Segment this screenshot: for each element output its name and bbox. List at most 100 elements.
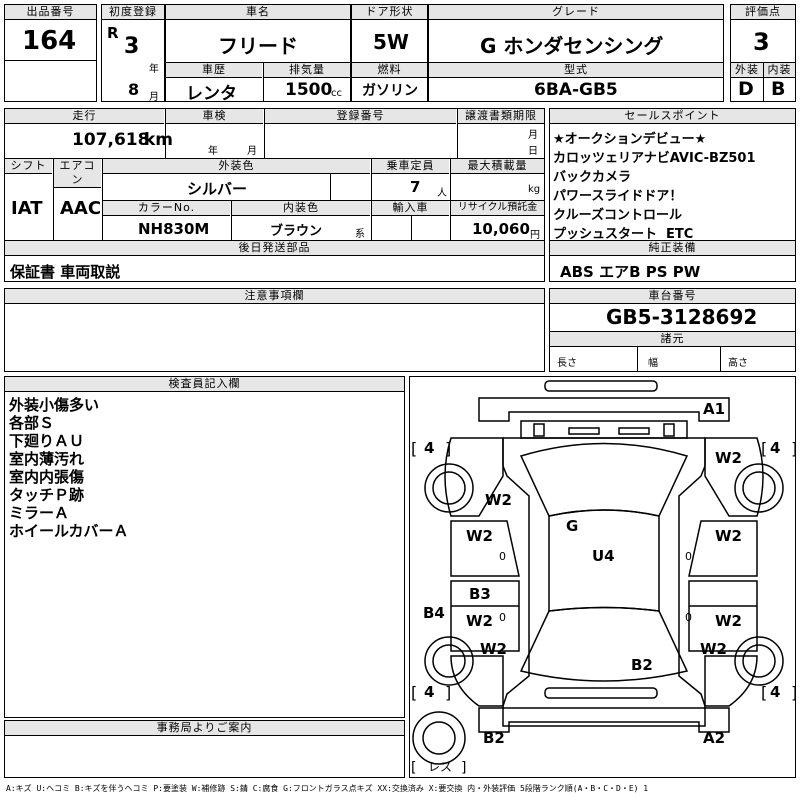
model-label: 型式 xyxy=(429,63,723,78)
svg-text:]: ] xyxy=(791,683,796,702)
inspection-month: 月 xyxy=(247,146,257,157)
int-color-label: 内装色 xyxy=(232,201,370,216)
capacity-unit: 人 xyxy=(437,188,447,199)
width-label: 幅 xyxy=(648,358,658,369)
notes-box xyxy=(4,288,545,372)
svg-text:]: ] xyxy=(445,439,451,458)
mileage-label: 走行 xyxy=(5,109,164,124)
grade: G ホンダセンシング xyxy=(480,34,664,58)
month-unit: 月 xyxy=(149,92,159,103)
model: 6BA-GB5 xyxy=(534,80,618,100)
mark-w2-door-rl: W2 xyxy=(466,612,493,630)
svg-text:[: [ xyxy=(761,683,767,702)
inspector-line: ミラーＡ xyxy=(9,504,70,522)
color-no-label: カラーNo. xyxy=(103,201,230,216)
later-label: 後日発送部品 xyxy=(5,241,544,256)
inspector-box xyxy=(4,376,405,718)
lot-box xyxy=(4,4,97,102)
grade-label: グレード xyxy=(429,5,723,20)
displacement-label: 排気量 xyxy=(264,63,350,78)
inspector-line: ホイールカバーＡ xyxy=(9,522,129,540)
svg-text:[: [ xyxy=(411,683,417,702)
equipment-label: 純正装備 xyxy=(550,241,795,256)
door-type: 5W xyxy=(373,30,409,54)
diagram-box xyxy=(409,376,796,778)
first-reg-label: 初度登録 xyxy=(102,5,164,20)
first-reg-month: 8 xyxy=(128,80,140,99)
km-unit: km xyxy=(144,130,174,150)
sales-box xyxy=(549,108,796,282)
height-label: 高さ xyxy=(728,358,748,369)
int-score: B xyxy=(771,78,786,100)
notes-label: 注意事項欄 xyxy=(5,289,544,304)
capacity: 7 xyxy=(410,178,421,196)
lot-label: 出品番号 xyxy=(5,5,96,20)
car-damage-diagram: [ ] [ ] [ ] [ ] [ ] xyxy=(411,380,796,776)
inspector-line: 室内薄汚れ xyxy=(9,450,85,468)
mark-g: G xyxy=(566,517,579,535)
ext-color-label: 外装色 xyxy=(103,159,370,174)
mark-b2-bumper: B2 xyxy=(483,729,505,747)
tire-rl-value: 4 xyxy=(424,683,435,701)
load-unit: kg xyxy=(528,184,541,195)
office-box xyxy=(4,720,405,778)
door-box xyxy=(351,4,428,102)
inspector-line: タッチＰ跡 xyxy=(9,486,85,504)
load-label: 最大積載量 xyxy=(451,159,544,174)
svg-text:]: ] xyxy=(445,683,451,702)
fuel: ガソリン xyxy=(362,83,418,99)
mark-a1: A1 xyxy=(703,400,726,418)
int-label: 内装 xyxy=(764,63,795,78)
details-box xyxy=(4,108,545,282)
sales-line: カロッツェリアナビAVIC-BZ501 xyxy=(553,151,756,166)
transfer-day: 日 xyxy=(528,146,538,157)
zero-left-rear: 0 xyxy=(499,611,506,624)
recycle-label: リサイクル預託金 xyxy=(451,201,544,216)
chassis-label: 車台番号 xyxy=(550,289,795,304)
score: 3 xyxy=(753,28,770,56)
length-label: 長さ xyxy=(557,358,577,369)
office-label: 事務局よりご案内 xyxy=(5,721,404,736)
int-color-unit: 系 xyxy=(355,229,365,240)
sales-label: セールスポイント xyxy=(550,109,795,124)
tire-fl-value: 4 xyxy=(424,439,435,457)
ac: AAC xyxy=(60,198,102,219)
mark-w2-rear-right: W2 xyxy=(700,640,727,658)
mark-w2-door-fr: W2 xyxy=(715,527,742,545)
displacement: 1500 xyxy=(285,80,333,100)
mark-a2: A2 xyxy=(703,729,726,747)
inspection-label: 車検 xyxy=(166,109,263,124)
later-parts: 保証書 車両取説 xyxy=(10,263,121,281)
tire-rr-value: 4 xyxy=(770,683,781,701)
sales-line: クルーズコントロール xyxy=(553,208,682,223)
zero-right-front: 0 xyxy=(685,550,692,563)
car-name: フリード xyxy=(218,34,298,58)
chassis-number: GB5-3128692 xyxy=(606,305,758,329)
door-label: ドア形状 xyxy=(352,5,427,20)
color-no: NH830M xyxy=(138,220,210,238)
zero-right-rear: 0 xyxy=(685,611,692,624)
mark-w2-front-left: W2 xyxy=(485,491,512,509)
zero-left-front: 0 xyxy=(499,550,506,563)
mark-b3: B3 xyxy=(469,585,491,603)
ext-label: 外装 xyxy=(731,63,763,78)
sales-line: プッシュスタート ETC xyxy=(553,227,694,242)
svg-text:[: [ xyxy=(411,760,416,776)
transfer-month: 月 xyxy=(528,130,538,141)
mark-w2-door-fl: W2 xyxy=(466,527,493,545)
mark-w2-door-rr: W2 xyxy=(715,612,742,630)
first-reg-box xyxy=(101,4,165,102)
yen-unit: 円 xyxy=(530,230,540,241)
import-label: 輸入車 xyxy=(372,201,449,216)
mark-u4: U4 xyxy=(592,547,615,565)
fuel-label: 燃料 xyxy=(352,63,427,78)
history: レンタ xyxy=(186,84,237,104)
recycle: 10,060 xyxy=(472,220,530,238)
mark-b2-rear: B2 xyxy=(631,656,653,674)
inspector-line: 各部Ｓ xyxy=(9,414,55,432)
ac-label: エアコン xyxy=(54,159,101,188)
first-reg-year: 3 xyxy=(124,34,140,59)
mark-w2-front-right: W2 xyxy=(715,449,742,467)
svg-text:[: [ xyxy=(411,439,417,458)
sales-line: バックカメラ xyxy=(553,170,632,185)
